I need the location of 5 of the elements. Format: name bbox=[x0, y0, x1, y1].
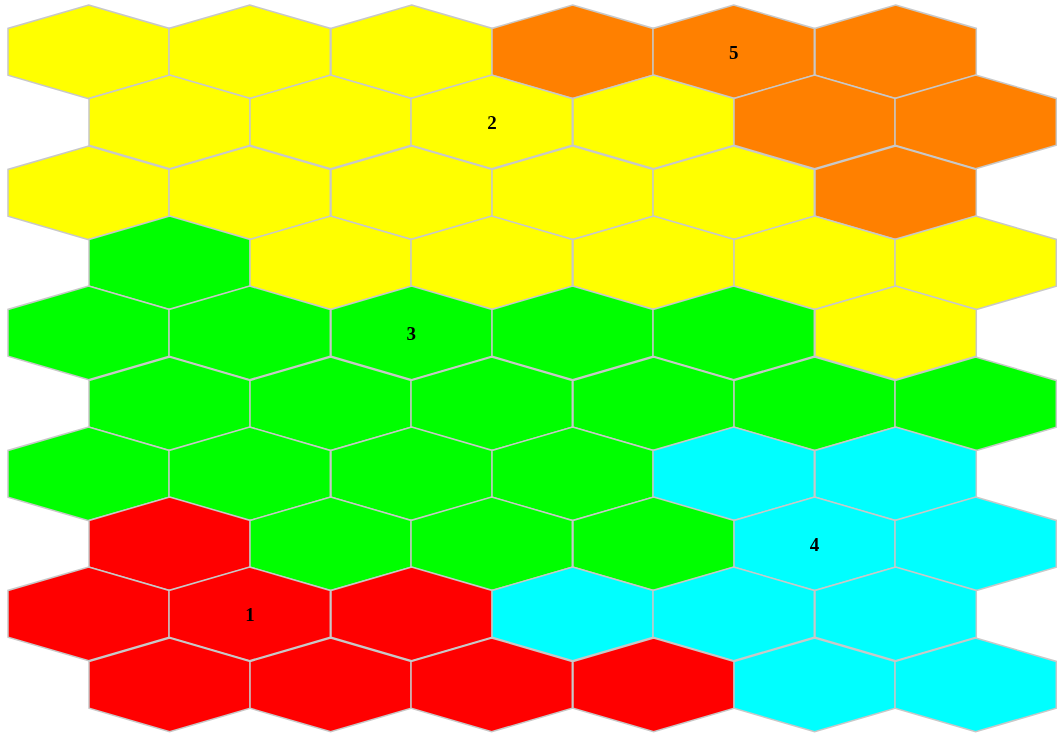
cluster-number: 2 bbox=[487, 112, 497, 132]
cluster-number: 1 bbox=[245, 604, 255, 624]
cluster-number: 3 bbox=[406, 323, 416, 343]
cluster-number: 4 bbox=[809, 534, 820, 554]
cluster-number: 5 bbox=[729, 42, 739, 62]
